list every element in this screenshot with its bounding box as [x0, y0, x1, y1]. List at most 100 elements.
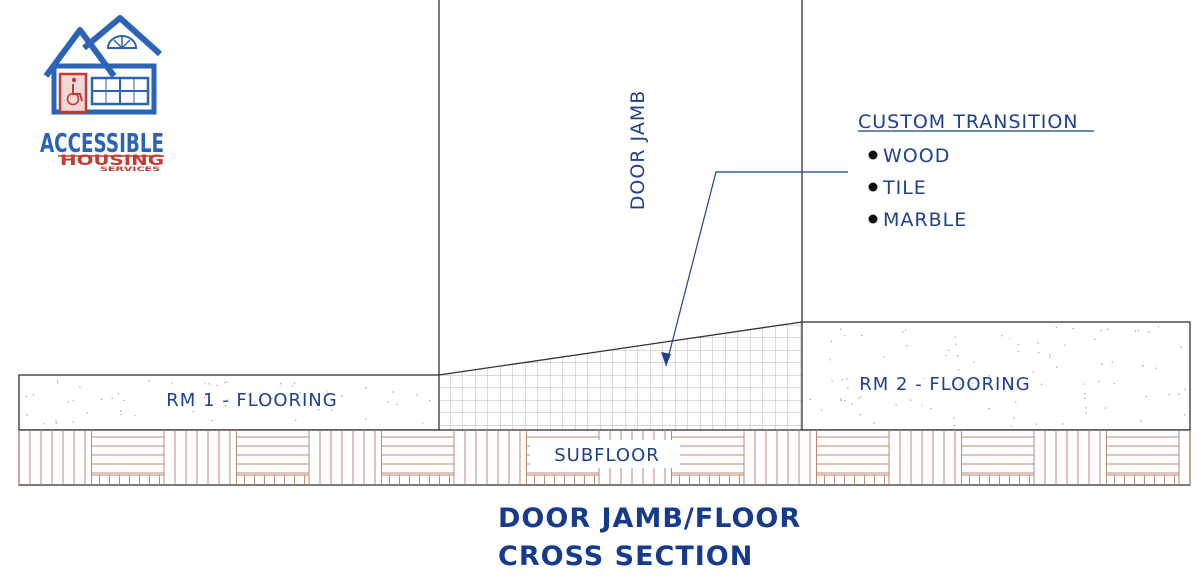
speckle — [25, 395, 28, 398]
speckle — [1072, 327, 1074, 330]
speckle — [327, 394, 329, 397]
speckle — [1084, 393, 1086, 395]
speckle — [117, 392, 120, 395]
rm2-flooring-texture — [809, 326, 1186, 427]
speckle — [861, 334, 863, 337]
speckle — [1056, 366, 1058, 368]
speckle — [840, 398, 842, 400]
speckle — [831, 340, 833, 342]
speckle — [227, 399, 229, 401]
speckle — [1180, 346, 1182, 348]
speckle — [365, 386, 367, 389]
speckle — [341, 395, 343, 397]
speckle — [1083, 383, 1085, 385]
speckle — [851, 403, 853, 405]
speckle — [1100, 330, 1102, 332]
speckle — [844, 400, 846, 402]
callout-item-wood: WOOD — [883, 145, 950, 167]
speckle — [1009, 338, 1011, 340]
logo-fan-window — [106, 35, 138, 49]
speckle — [326, 391, 328, 393]
speckle — [1036, 423, 1038, 425]
speckle — [829, 359, 831, 361]
speckle — [224, 382, 226, 384]
speckle — [930, 407, 932, 410]
speckle — [192, 392, 194, 394]
speckle — [387, 401, 389, 403]
rm1-flooring-label: RM 1 - FLOORING — [166, 390, 337, 411]
speckle — [43, 423, 45, 425]
speckle — [120, 413, 122, 416]
speckle — [57, 382, 59, 384]
subfloor-label: SUBFLOOR — [554, 445, 660, 466]
speckle — [1049, 356, 1051, 359]
speckle — [1140, 420, 1142, 422]
speckle — [1168, 394, 1170, 396]
speckle — [972, 382, 974, 384]
callout-heading: CUSTOM TRANSITION — [858, 111, 1079, 133]
speckle — [330, 409, 333, 411]
wheelchair-icon — [66, 77, 83, 106]
rm2-flooring-block — [801, 321, 1191, 431]
speckle — [1142, 365, 1145, 367]
logo-line2: HOUSING — [60, 153, 164, 169]
speckle — [1085, 412, 1087, 414]
speckle — [895, 404, 897, 406]
speckle — [1148, 331, 1150, 333]
speckle — [955, 343, 957, 345]
speckle — [1001, 335, 1003, 337]
transition-slope-line — [438, 321, 803, 376]
speckle — [860, 396, 862, 398]
speckle — [1113, 383, 1115, 385]
speckle — [831, 380, 833, 382]
speckle — [1134, 330, 1136, 332]
speckle — [293, 382, 296, 384]
speckle — [841, 379, 843, 381]
speckle — [208, 399, 210, 401]
speckle — [226, 381, 228, 383]
speckle — [1094, 338, 1096, 340]
speckle — [55, 420, 57, 422]
speckle — [416, 394, 418, 396]
diagram-title-line2: CROSS SECTION — [498, 541, 753, 572]
speckle — [67, 401, 70, 403]
speckle — [396, 403, 398, 405]
speckle — [365, 418, 367, 420]
speckle — [1013, 417, 1015, 419]
speckle — [1010, 425, 1012, 427]
speckle — [292, 385, 294, 387]
speckle — [988, 375, 990, 377]
speckle — [208, 383, 210, 385]
speckle — [72, 421, 74, 423]
logo-line3: SERVICES — [100, 166, 160, 173]
callout-bullet-wood — [868, 150, 878, 160]
transition-wedge — [439, 322, 802, 430]
speckle — [422, 422, 424, 424]
rm2-flooring-label: RM 2 - FLOORING — [859, 374, 1030, 395]
speckle — [171, 382, 173, 384]
speckle — [904, 329, 907, 331]
speckle — [958, 369, 960, 371]
speckle — [299, 392, 301, 394]
logo-line1: ACCESSIBLE — [40, 129, 164, 159]
accessible-housing-logo: ACCESSIBLE HOUSING SERVICES — [40, 15, 164, 173]
speckle — [906, 345, 908, 347]
subfloor-wood-pattern — [18, 430, 1191, 485]
speckle — [1178, 393, 1180, 395]
speckle — [253, 401, 256, 404]
speckle — [846, 378, 848, 380]
speckle — [847, 387, 849, 389]
speckle — [910, 399, 912, 401]
speckle — [1038, 351, 1040, 354]
speckle — [1111, 361, 1113, 363]
speckle — [86, 412, 88, 414]
speckle — [211, 420, 213, 422]
speckle — [844, 334, 846, 337]
speckle — [809, 398, 811, 400]
speckle — [1104, 407, 1107, 409]
speckle — [32, 394, 35, 396]
speckle — [1037, 342, 1039, 344]
speckle — [280, 383, 282, 385]
